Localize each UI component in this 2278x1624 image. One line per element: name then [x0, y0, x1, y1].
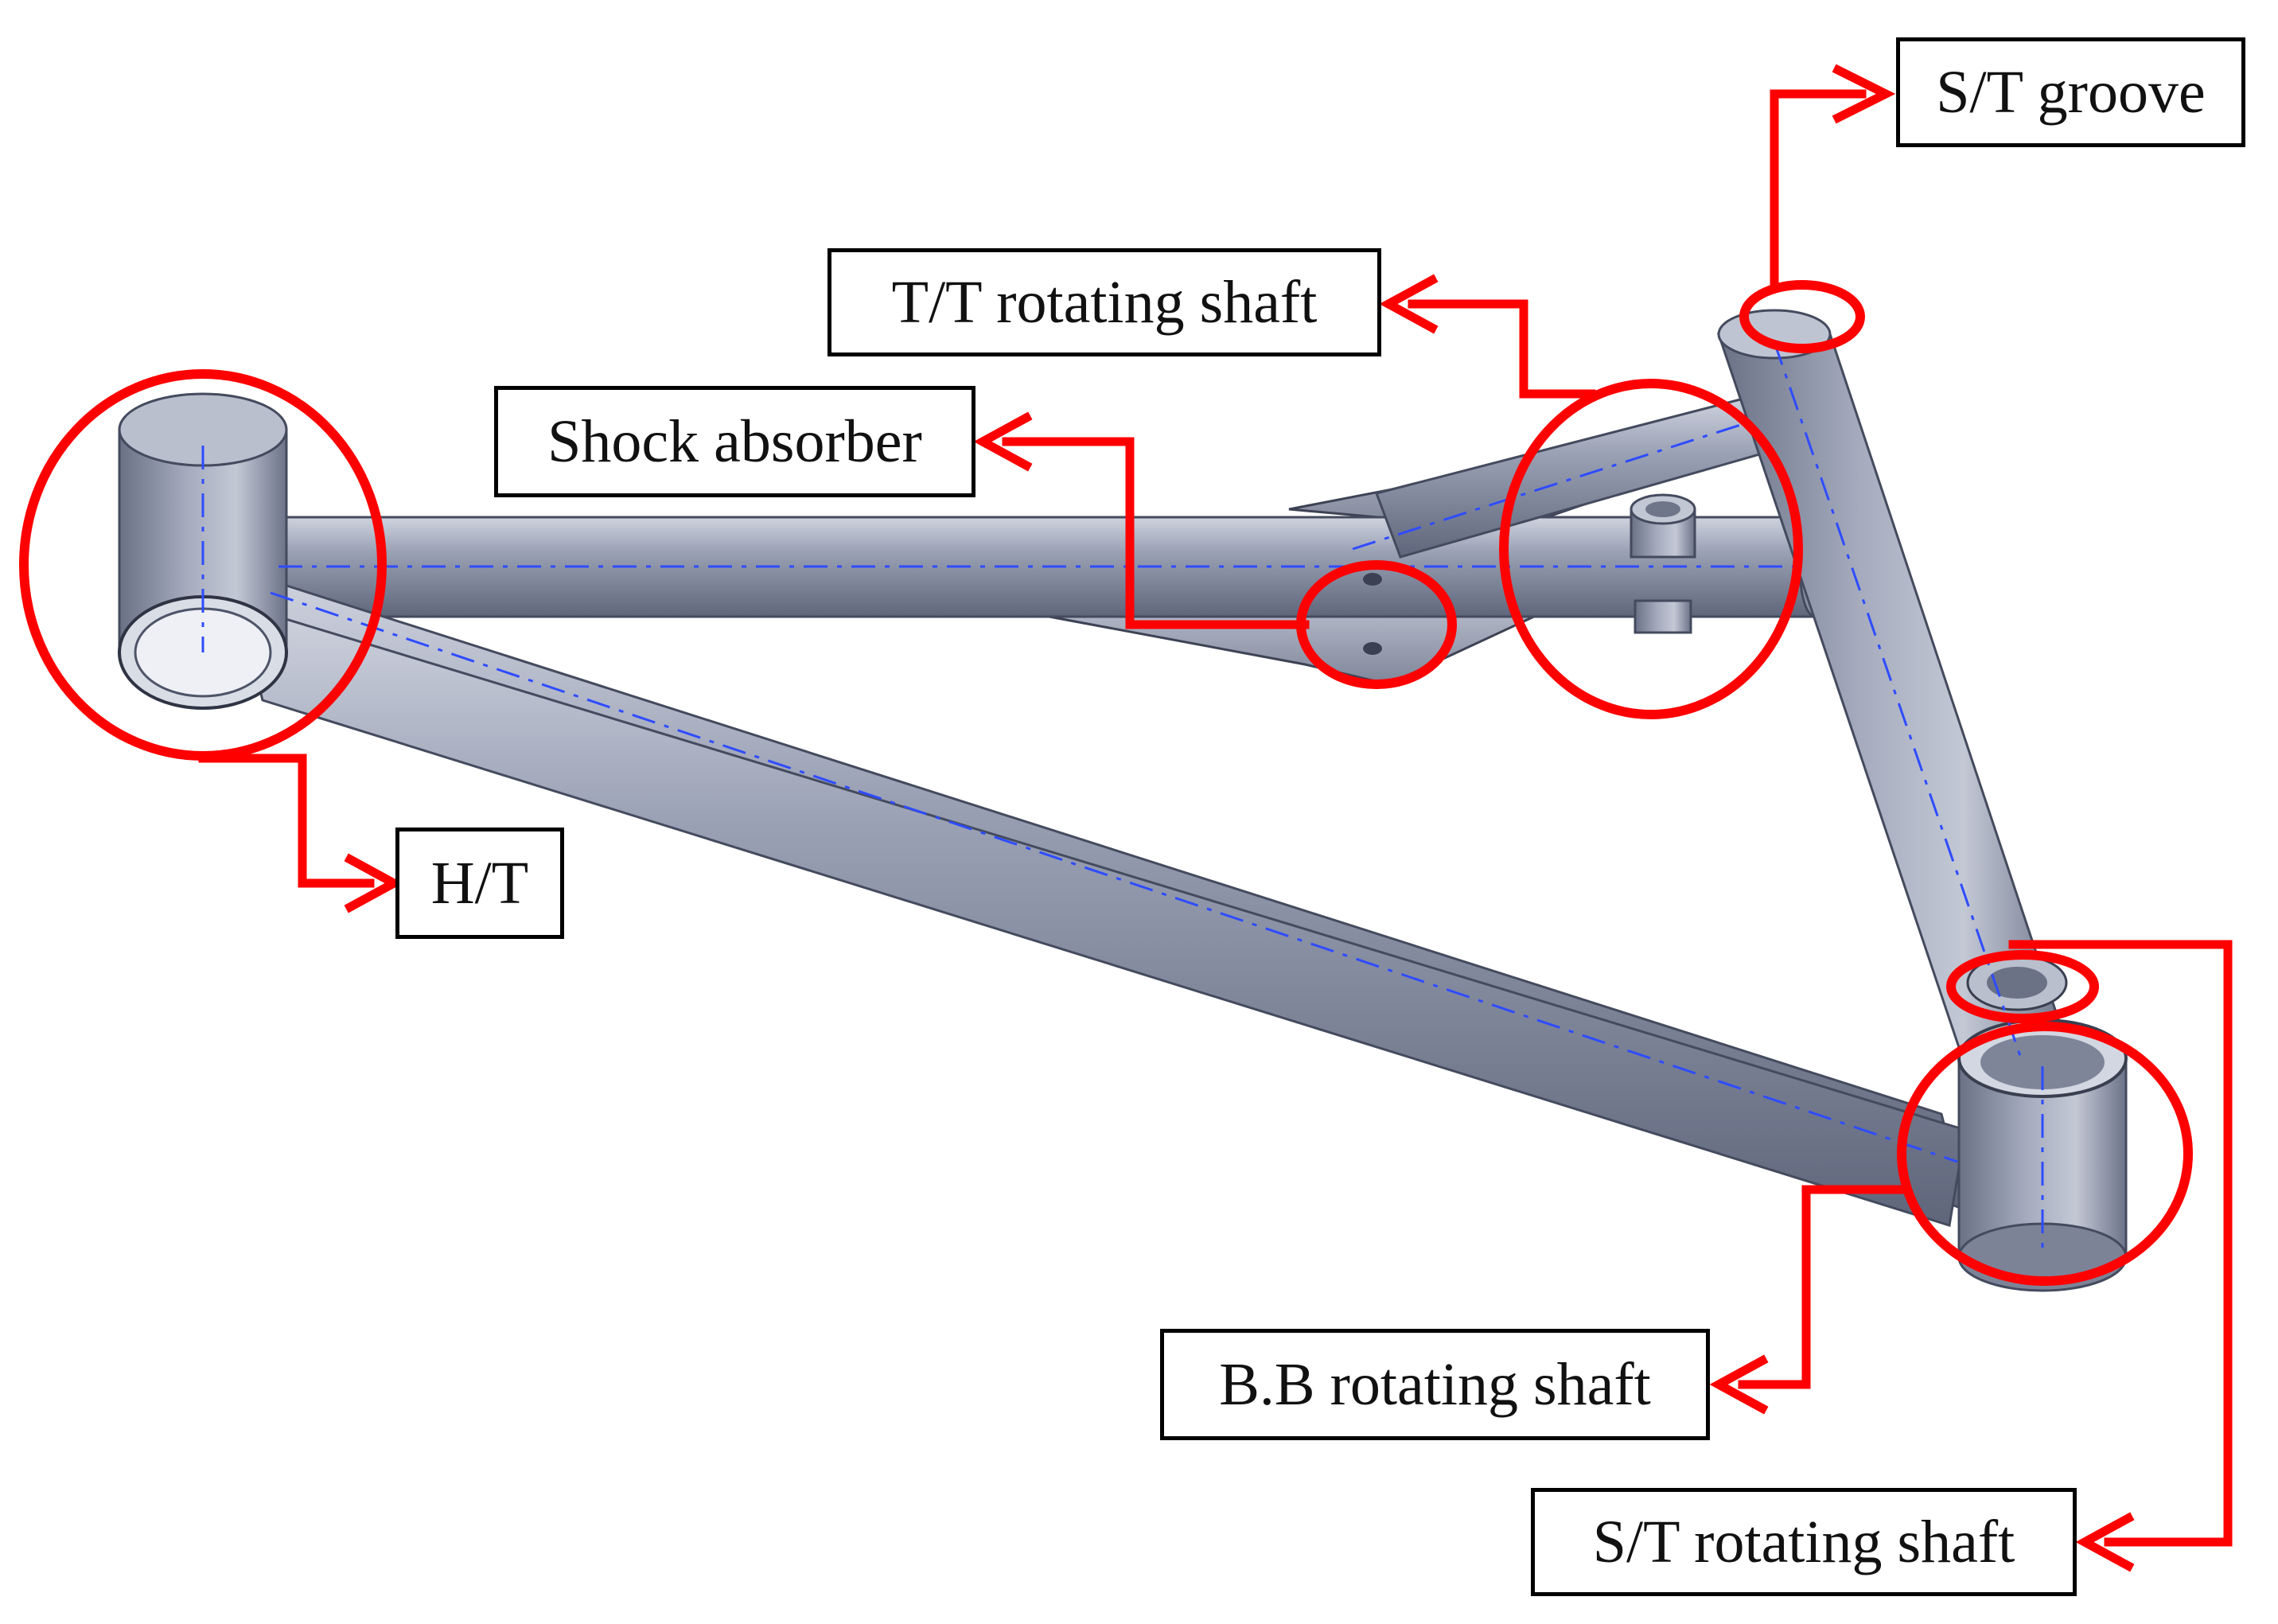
shock-leader [1002, 437, 1310, 629]
tt-shaft-circle [1499, 379, 1803, 719]
label-st-rotating-shaft: S/T rotating shaft [1531, 1488, 2077, 1596]
st-shaft-collar [1966, 954, 2068, 1011]
st-shaft-circle [1946, 950, 2099, 1023]
bb-shell [1957, 1018, 2128, 1292]
ht-leader-arrowhead [344, 853, 403, 913]
tt-shaft-leader [1408, 299, 1596, 399]
st-shaft-leader-arrowhead [2075, 1512, 2135, 1572]
bb-shaft-circle [1897, 1022, 2193, 1286]
st-shaft-leader [2008, 940, 2233, 1547]
tt-shaft-boss [1630, 493, 1696, 634]
label-ht: H/T [395, 828, 564, 939]
label-st-groove: S/T groove [1896, 37, 2245, 147]
leader-lines [198, 64, 2233, 1572]
label-shock-absorber: Shock absorber [494, 386, 975, 497]
bb-leader-arrowhead [1709, 1354, 1769, 1415]
st-groove-circle [1739, 280, 1865, 353]
st-groove-leader [1770, 89, 1867, 287]
bb-leader [1738, 1185, 1906, 1389]
shock-mount-holes [1363, 573, 1382, 655]
label-bb-rotating-shaft: B.B rotating shaft [1160, 1329, 1710, 1440]
ht-leader [198, 754, 375, 888]
tt-shaft-arrowhead [1379, 274, 1439, 334]
label-tt-rotating-shaft: T/T rotating shaft [827, 248, 1381, 356]
shock-leader-arrowhead [973, 411, 1033, 472]
centerlines [201, 341, 2044, 1257]
st-groove-arrowhead [1832, 64, 1896, 124]
